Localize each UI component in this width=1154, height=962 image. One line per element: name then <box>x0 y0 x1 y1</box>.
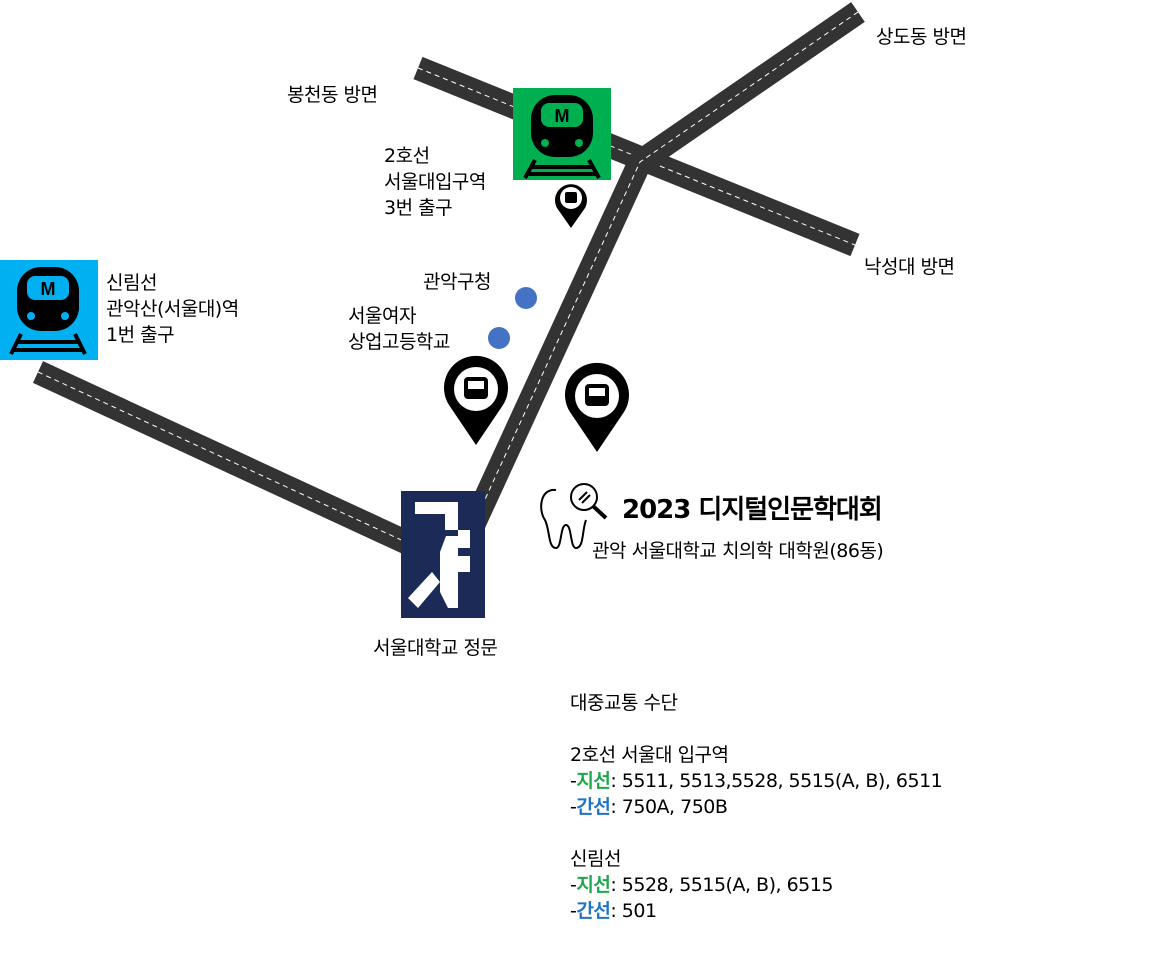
trunk-values: : 501 <box>610 900 657 922</box>
branch-label: 지선 <box>576 770 611 792</box>
event-title: 2023 디지털인문학대회 <box>622 495 883 525</box>
landmark-label-snu-gate: 서울대학교 정문 <box>373 637 498 659</box>
station-exit: 1번 출구 <box>106 324 175 346</box>
station-name: 관악산(서울대)역 <box>106 298 239 320</box>
landmark-dot-girls-school <box>488 327 510 349</box>
road-sillim-gate <box>32 361 418 556</box>
transit-info: 대중교통 수단 2호선 서울대 입구역 -지선: 5511, 5513,5528… <box>570 690 943 924</box>
svg-text:M: M <box>555 106 570 126</box>
station-line: 신림선 <box>106 272 157 294</box>
landmark-label-girls-school: 서울여자 상업고등학교 <box>348 303 450 355</box>
branch-values: : 5511, 5513,5528, 5515(A, B), 6511 <box>610 770 943 792</box>
snu-logo <box>401 491 485 618</box>
transit-branch-buses: -지선: 5511, 5513,5528, 5515(A, B), 6511 <box>570 770 943 792</box>
transit-heading: 대중교통 수단 <box>570 692 678 714</box>
trunk-values: : 750A, 750B <box>610 796 728 818</box>
school-name-line: 서울여자 <box>348 305 416 327</box>
landmark-label-gwanak-office: 관악구청 <box>423 271 491 293</box>
transit-branch-buses: -지선: 5528, 5515(A, B), 6515 <box>570 874 833 896</box>
trunk-label: 간선 <box>576 796 611 818</box>
svg-text:M: M <box>41 279 56 299</box>
branch-values: : 5528, 5515(A, B), 6515 <box>610 874 833 896</box>
direction-label-sangdo: 상도동 방면 <box>876 26 967 48</box>
bus-stop-pin-icon-small <box>555 184 587 228</box>
station-line: 2호선 <box>384 145 430 167</box>
transit-trunk-buses: -간선: 501 <box>570 900 657 922</box>
landmark-dot-gwanak-office <box>515 287 537 309</box>
bus-stop-pin-icon <box>565 362 629 452</box>
station-label-line2: 2호선 서울대입구역 3번 출구 <box>384 143 486 221</box>
subway-icon-sillim: M <box>0 260 98 360</box>
station-label-sillim: 신림선 관악산(서울대)역 1번 출구 <box>106 270 239 348</box>
event-venue: 관악 서울대학교 치의학 대학원(86동) <box>592 540 884 562</box>
trunk-label: 간선 <box>576 900 611 922</box>
subway-icon-line2: M <box>513 88 611 180</box>
transit-section-name: 신림선 <box>570 848 621 870</box>
branch-label: 지선 <box>576 874 611 896</box>
bus-stop-pin-icon <box>444 355 508 445</box>
road-sangdo-gate <box>459 2 865 538</box>
station-exit: 3번 출구 <box>384 197 453 219</box>
direction-label-bongcheon: 봉천동 방면 <box>287 84 378 106</box>
station-name: 서울대입구역 <box>384 171 486 193</box>
transit-trunk-buses: -간선: 750A, 750B <box>570 796 728 818</box>
school-name-line: 상업고등학교 <box>348 331 450 353</box>
transit-section-name: 2호선 서울대 입구역 <box>570 744 729 766</box>
direction-label-nakseongdae: 낙성대 방면 <box>864 256 955 278</box>
tooth-search-icon <box>540 483 608 550</box>
